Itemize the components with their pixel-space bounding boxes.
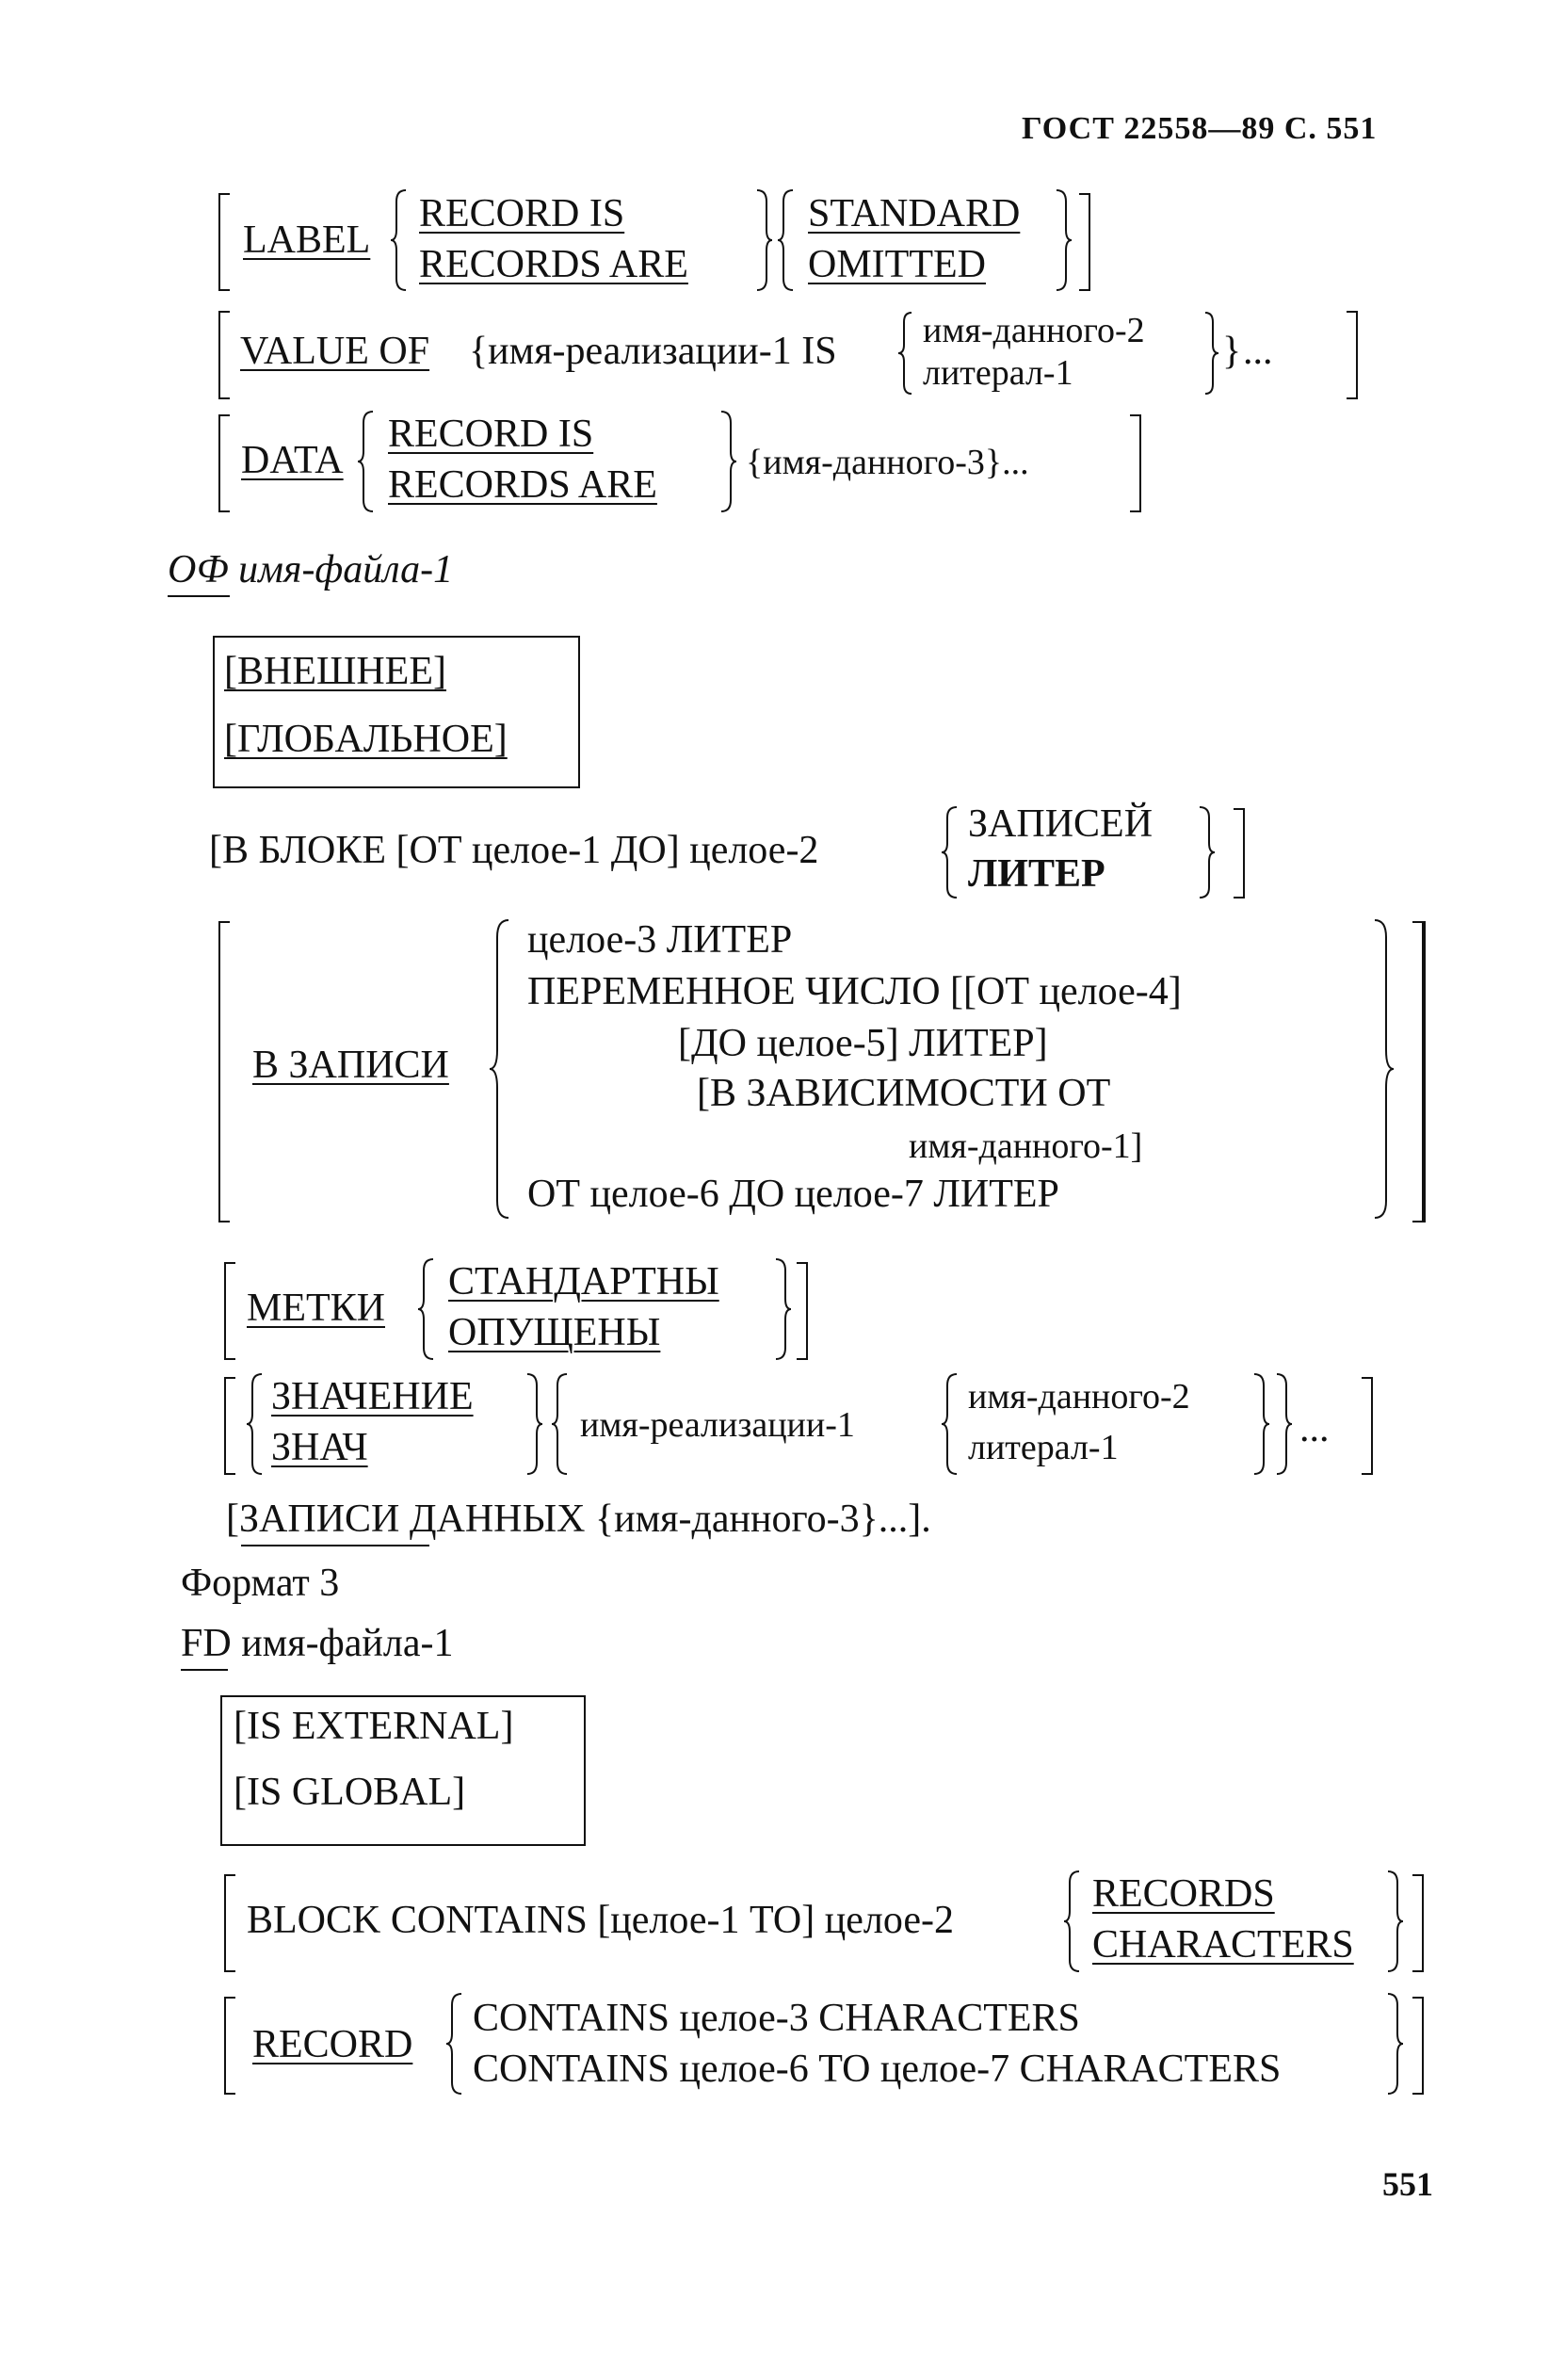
metki-keyword: МЕТКИ xyxy=(247,1287,385,1330)
brace-left-icon xyxy=(391,189,407,291)
bracket-right xyxy=(1079,193,1090,291)
brace-left-icon xyxy=(358,411,374,512)
brace-left-icon xyxy=(446,1993,462,2095)
brace-right-icon xyxy=(1374,919,1394,1219)
block-opt-chars: ЛИТЕР xyxy=(968,852,1105,896)
brace-left-icon xyxy=(898,312,912,395)
record-line-1: целое-3 ЛИТЕР xyxy=(527,918,793,962)
brace-right-icon xyxy=(1204,312,1218,395)
record-line-2: ПЕРЕМЕННОЕ ЧИСЛО [[ОТ целое-4] xyxy=(527,970,1182,1013)
value-ellipsis: ... xyxy=(1243,330,1273,373)
brace-left-icon xyxy=(490,919,509,1219)
block-opt-records: RECORDS xyxy=(1092,1872,1275,1916)
znach-opt-full: ЗНАЧЕНИЕ xyxy=(271,1375,474,1418)
data-opt-record-is: RECORD IS xyxy=(388,413,594,456)
bracket-left xyxy=(218,311,230,399)
brace-right-icon xyxy=(1056,189,1072,291)
record-line-4: [В ЗАВИСИМОСТИ ОТ xyxy=(697,1072,1111,1115)
brace-right-icon xyxy=(1253,1373,1269,1475)
bracket-right xyxy=(797,1262,808,1360)
znach-ellipsis: ... xyxy=(1299,1407,1330,1450)
label-val-standard: STANDARD xyxy=(808,192,1021,235)
metki-opt-standard: СТАНДАРТНЫ xyxy=(448,1260,719,1303)
znach-val-data-name: имя-данного-2 xyxy=(968,1377,1190,1417)
bracket-right xyxy=(1130,414,1141,512)
brace-right-icon xyxy=(1276,1373,1292,1475)
close-brace-text: } xyxy=(1222,330,1242,373)
brace-left-icon xyxy=(247,1373,263,1475)
label-val-omitted: OMITTED xyxy=(808,243,986,286)
bracket-left xyxy=(218,193,230,291)
page-header: ГОСТ 22558—89 С. 551 xyxy=(1022,111,1378,146)
record-line-6: ОТ целое-6 ДО целое-7 ЛИТЕР xyxy=(527,1173,1059,1216)
clause-box xyxy=(220,1695,586,1846)
data-tail: {имя-данного-3}... xyxy=(746,443,1029,482)
brace-left-icon xyxy=(942,806,958,899)
block-line: [В БЛОКЕ [ОТ целое-1 ДО] целое-2 xyxy=(209,829,819,872)
value-impl: {имя-реализации-1 IS xyxy=(469,330,837,373)
block-contains-line: BLOCK CONTAINS [целое-1 TO] целое-2 xyxy=(247,1899,954,1942)
block-opt-characters: CHARACTERS xyxy=(1092,1923,1354,1967)
value-of-keyword: VALUE OF xyxy=(240,330,429,373)
value-opt-data-name: имя-данного-2 xyxy=(923,311,1145,350)
brace-right-icon xyxy=(1199,806,1215,899)
record-clause-keyword: RECORD xyxy=(252,2023,413,2066)
znach-impl: имя-реализации-1 xyxy=(580,1405,855,1445)
bracket-right xyxy=(1347,311,1358,399)
bracket-right xyxy=(1412,1997,1424,2095)
brace-left-icon xyxy=(552,1373,568,1475)
block-opt-records: ЗАПИСЕЙ xyxy=(968,802,1154,846)
bracket-left xyxy=(224,1377,235,1475)
brace-right-icon xyxy=(1387,1870,1403,1972)
brace-left-icon xyxy=(942,1373,958,1475)
brace-right-icon xyxy=(756,189,772,291)
record-opt-fixed: CONTAINS целое-3 CHARACTERS xyxy=(473,1997,1080,2040)
box-item-is-global: [IS GLOBAL] xyxy=(234,1771,466,1814)
box-item-external: [ВНЕШНЕЕ] xyxy=(224,650,446,693)
record-line-5: имя-данного-1] xyxy=(909,1126,1143,1166)
bracket-left xyxy=(224,1874,235,1972)
value-of-text: VALUE OF xyxy=(240,330,430,373)
znach-val-literal: литерал-1 xyxy=(968,1428,1119,1467)
fd-underline xyxy=(181,1669,228,1671)
bracket-right xyxy=(1412,921,1426,1222)
bracket-right xyxy=(1362,1377,1373,1475)
format-heading: Формат 3 xyxy=(181,1562,340,1605)
record-opt-range: CONTAINS целое-6 TO целое-7 CHARACTERS xyxy=(473,2048,1282,2091)
zapisi-underline xyxy=(241,1545,429,1546)
brace-left-icon xyxy=(418,1258,434,1360)
box-item-global: [ГЛОБАЛЬНОЕ] xyxy=(224,718,508,761)
value-opt-literal: литерал-1 xyxy=(923,353,1073,393)
fd-line: FD имя-файла-1 xyxy=(181,1622,454,1665)
brace-right-icon xyxy=(1387,1993,1403,2095)
zapisi-line: [ЗАПИСИ ДАННЫХ {имя-данного-3}...]. xyxy=(226,1498,931,1541)
bracket-left xyxy=(218,414,230,512)
znach-opt-short: ЗНАЧ xyxy=(271,1426,368,1469)
label-opt-records-are: RECORDS ARE xyxy=(419,243,688,286)
of-underline xyxy=(168,595,230,597)
page-number: 551 xyxy=(1382,2165,1433,2203)
bracket-right xyxy=(1234,808,1245,899)
of-line: ОФ имя-файла-1 xyxy=(168,548,454,591)
brace-right-icon xyxy=(526,1373,542,1475)
clause-box xyxy=(213,636,580,788)
brace-left-icon xyxy=(778,189,794,291)
data-keyword: DATA xyxy=(241,439,344,482)
bracket-left xyxy=(224,1997,235,2095)
box-item-is-external: [IS EXTERNAL] xyxy=(234,1705,514,1748)
brace-left-icon xyxy=(1064,1870,1080,1972)
record-line-3: [ДО целое-5] ЛИТЕР] xyxy=(678,1022,1048,1065)
bracket-right xyxy=(1412,1874,1424,1972)
metki-opt-omitted: ОПУЩЕНЫ xyxy=(448,1311,661,1354)
label-keyword: LABEL xyxy=(243,219,371,262)
record-keyword: В ЗАПИСИ xyxy=(252,1044,449,1087)
brace-right-icon xyxy=(720,411,736,512)
brace-right-icon xyxy=(775,1258,791,1360)
data-opt-records-are: RECORDS ARE xyxy=(388,463,657,507)
bracket-left xyxy=(218,921,230,1222)
label-opt-record-is: RECORD IS xyxy=(419,192,625,235)
bracket-left xyxy=(224,1262,235,1360)
